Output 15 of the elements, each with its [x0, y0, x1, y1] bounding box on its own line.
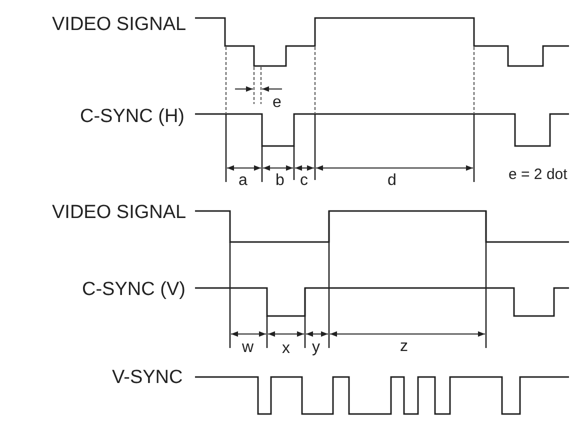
dimension-label: z — [400, 339, 408, 355]
signal-name: C-SYNC (H) — [80, 106, 184, 126]
signal-name: VIDEO SIGNAL — [52, 202, 186, 222]
signal-name: VIDEO SIGNAL — [52, 14, 186, 34]
signal-name: C-SYNC (V) — [82, 280, 186, 298]
dimension-label: a — [238, 173, 248, 189]
dimension-label: d — [388, 173, 396, 189]
note-text: e = 2 dot — [508, 166, 568, 182]
signal-name: V-SYNC — [112, 368, 183, 386]
dimension-label: e — [272, 95, 282, 111]
dimension-label: y — [312, 340, 320, 356]
dimension-label: x — [282, 341, 290, 357]
dimension-label: w — [242, 340, 254, 356]
dimension-label: b — [276, 173, 284, 189]
dimension-label: c — [300, 173, 308, 189]
